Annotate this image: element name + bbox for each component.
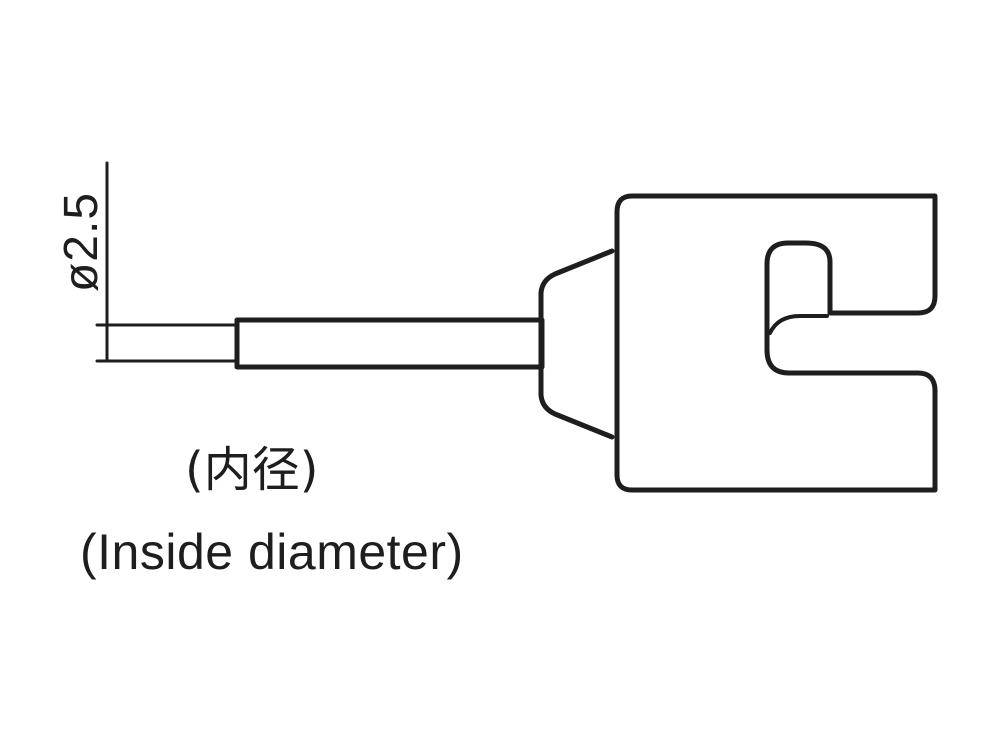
inside-diameter-dimension-label: ø2.5 bbox=[55, 191, 108, 293]
nozzle-body bbox=[614, 193, 938, 493]
nozzle-tube bbox=[234, 317, 545, 370]
inside-diameter-label-english: (Inside diameter) bbox=[80, 524, 464, 580]
slot-inner-lip bbox=[768, 314, 829, 335]
inside-diameter-label-japanese: (内径) bbox=[185, 442, 319, 498]
nozzle-collar bbox=[538, 248, 615, 440]
